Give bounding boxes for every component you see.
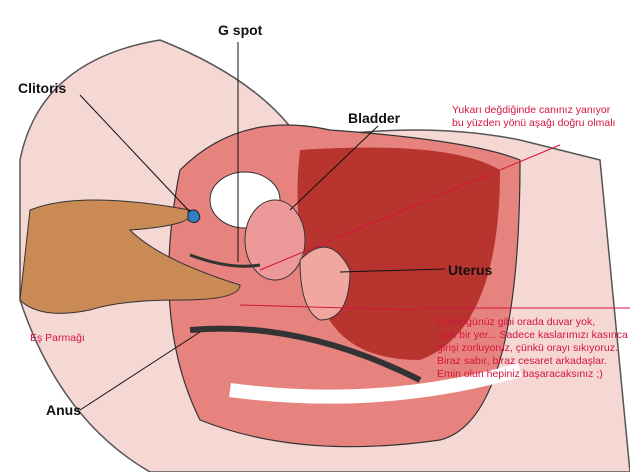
- annotation-top: Yukarı değdiğinde canınız yanıyor bu yüz…: [452, 104, 616, 129]
- label-bladder: Bladder: [348, 110, 401, 126]
- label-anus: Anus: [46, 402, 81, 418]
- leader-lines: [79, 42, 446, 411]
- vaginal-canal: [189, 253, 261, 268]
- annotation-partner-finger: Eş Parmağı: [30, 332, 85, 344]
- annotation-bottom: Gördüğünüz gibi orada duvar yok, açık bi…: [437, 316, 628, 380]
- spine: [229, 363, 522, 404]
- label-clitoris: Clitoris: [18, 80, 67, 96]
- inner-tissue: [297, 147, 500, 360]
- clitoris-marker: [187, 209, 201, 224]
- annotation-lines: [239, 144, 630, 311]
- rectum: [189, 325, 422, 383]
- bladder-shape: [244, 199, 306, 281]
- label-uterus: Uterus: [448, 262, 493, 278]
- label-g-spot: G spot: [218, 22, 263, 38]
- hand-illustration: [19, 199, 241, 314]
